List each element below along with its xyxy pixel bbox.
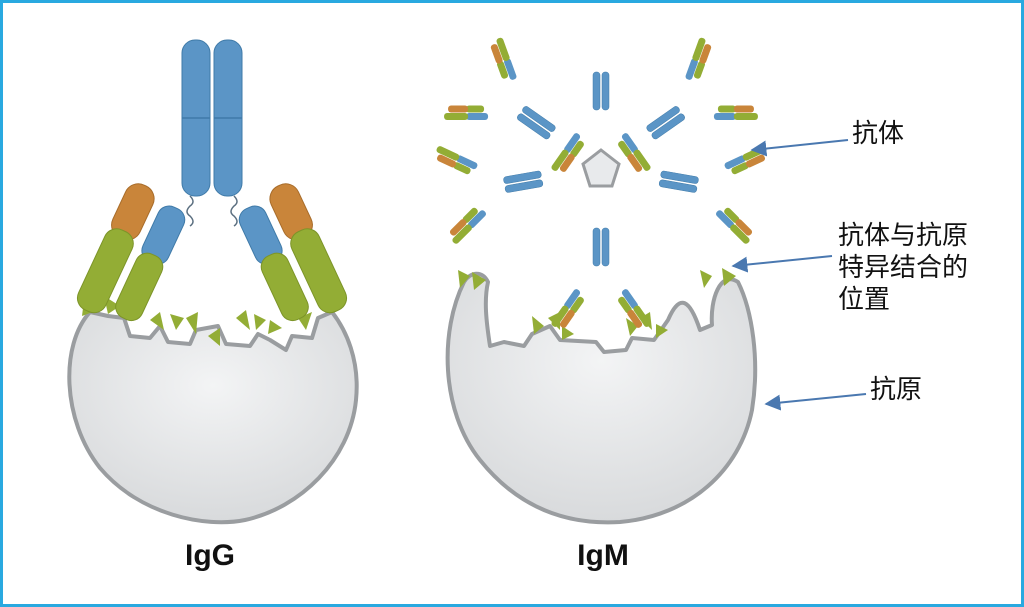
callouts: 抗体 抗体与抗原 特异结合的 位置 抗原 xyxy=(731,119,968,411)
igg-label: IgG xyxy=(185,539,235,572)
igg-group: IgG xyxy=(67,39,359,572)
antibody-arrow xyxy=(750,139,849,157)
igg-antibody xyxy=(76,39,348,322)
igm-label: IgM xyxy=(577,539,629,572)
binding-site-label-line1: 抗体与抗原 xyxy=(838,221,968,251)
binding-site-label-line3: 位置 xyxy=(838,285,890,315)
igm-antigen-shape xyxy=(445,271,758,525)
antigen-label: 抗原 xyxy=(870,375,922,405)
igm-group: IgM xyxy=(429,31,773,572)
antigen-arrow xyxy=(764,393,867,411)
binding-site-arrow xyxy=(731,255,833,273)
binding-site-label-line2: 特异结合的 xyxy=(838,253,968,283)
igm-antibody xyxy=(429,31,773,333)
igm-j-chain xyxy=(581,148,621,188)
antibody-label: 抗体 xyxy=(852,119,904,149)
igg-antigen-shape xyxy=(67,310,359,525)
